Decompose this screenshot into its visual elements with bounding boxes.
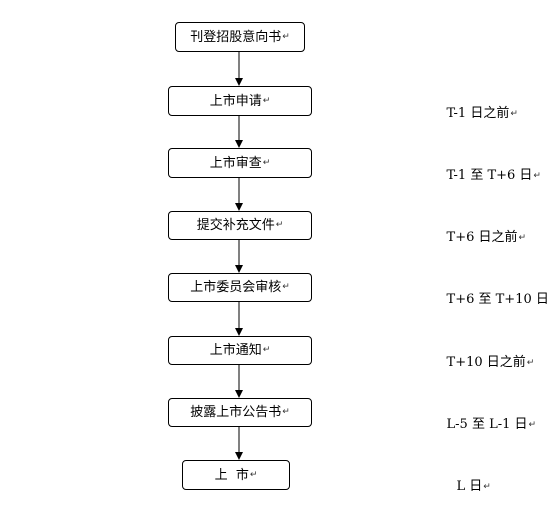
paragraph-mark: ↵: [533, 171, 541, 181]
timing-text: T-1 日之前: [446, 106, 510, 121]
timing-text: T-1 至 T+6 日: [446, 168, 533, 183]
paragraph-mark: ↵: [510, 109, 518, 119]
timing-text: T+6 至 T+10 日: [446, 292, 549, 307]
step-label: 上 市: [214, 467, 249, 483]
step-publish-prospectus: 刊登招股意向书↵: [175, 22, 305, 52]
timing-label: T+10 日之前↵: [430, 343, 535, 382]
timing-label: T-1 日之前↵: [430, 94, 518, 133]
step-listing: 上 市↵: [182, 460, 290, 490]
step-listing-review: 上市审查↵: [168, 148, 312, 178]
paragraph-mark: ↵: [483, 482, 491, 492]
step-listing-application: 上市申请↵: [168, 86, 312, 116]
step-label: 提交补充文件: [196, 218, 275, 233]
timing-text: T+6 日之前: [446, 230, 518, 245]
paragraph-mark: ↵: [518, 233, 527, 243]
timing-label: T+6 至 T+10 日↓: [430, 280, 551, 319]
step-committee-review: 上市委员会审核↵: [168, 273, 312, 302]
paragraph-mark: ↵: [528, 420, 537, 430]
step-submit-supplementary-docs: 提交补充文件↵: [168, 211, 312, 240]
timing-label: T+6 日之前↵: [430, 218, 527, 257]
timing-label: L-5 至 L-1 日↵: [430, 405, 537, 444]
paragraph-mark: ↵: [526, 358, 535, 368]
step-label: 上市委员会审核: [190, 280, 282, 295]
paragraph-mark: ↵: [249, 469, 258, 480]
step-label: 上市通知: [209, 343, 262, 358]
step-disclose-listing-announcement: 披露上市公告书↵: [168, 398, 312, 427]
paragraph-mark: ↵: [262, 345, 271, 355]
paragraph-mark: ↵: [262, 157, 271, 168]
paragraph-mark: ↵: [282, 407, 290, 417]
paragraph-mark: ↵: [262, 95, 271, 106]
paragraph-mark: ↵: [282, 282, 290, 292]
step-label: 上市审查: [209, 155, 262, 171]
paragraph-mark: ↵: [275, 220, 284, 230]
step-label: 刊登招股意向书: [190, 29, 282, 45]
timing-text: T+10 日之前: [446, 355, 526, 370]
line-break-mark: ↓: [550, 295, 551, 305]
step-label: 上市申请: [209, 93, 262, 109]
timing-text: L-5 至 L-1 日: [446, 417, 528, 432]
timing-label: L 日↵: [440, 467, 491, 506]
timing-text: L 日: [456, 479, 483, 494]
step-listing-notice: 上市通知↵: [168, 336, 312, 365]
paragraph-mark: ↵: [282, 31, 290, 42]
timing-label: T-1 至 T+6 日↵: [430, 156, 541, 195]
step-label: 披露上市公告书: [190, 405, 282, 420]
